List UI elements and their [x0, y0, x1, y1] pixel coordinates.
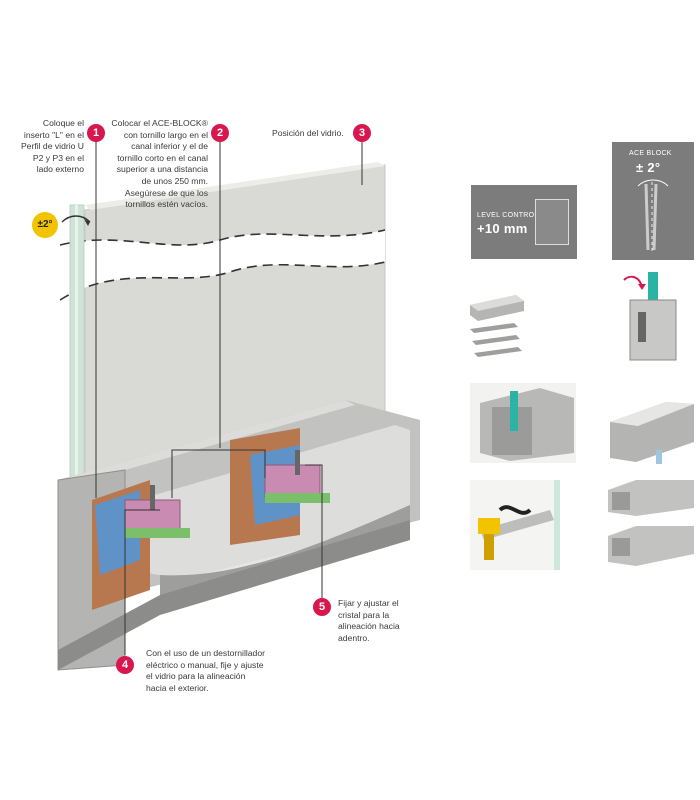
step-text-3: Posición del vidrio. [272, 128, 344, 138]
level-control-value: +10 mm [477, 221, 528, 236]
cross-section-thumbnail [470, 383, 576, 463]
level-control-thumbnail: LEVEL CONTROL +10 mm [471, 185, 577, 259]
level-box-icon [535, 199, 569, 245]
break-line-lower [59, 261, 386, 301]
ace-block-label: ACE BLOCK [629, 150, 672, 157]
step-text-2: Colocar el ACE-BLOCK® con tornillo largo… [111, 118, 208, 210]
step-number-4: 4 [116, 656, 134, 674]
step-text-1: Coloque el inserto "L" en el Perfil de v… [20, 118, 84, 175]
step-text-4: Con el uso de un destornillador eléctric… [146, 648, 265, 693]
glass-break-area [60, 230, 385, 300]
step-text-5: Fijar y ajustar el cristal para la aline… [338, 598, 400, 643]
profile-end-thumbnail [606, 478, 696, 568]
step-number-3: 3 [353, 124, 371, 142]
screw-1 [150, 485, 155, 510]
leader-4 [124, 509, 160, 655]
profiles-thumbnail [470, 295, 524, 357]
angle-badge: ±2° [32, 212, 58, 238]
step-number-2: 2 [211, 124, 229, 142]
leader-2a [171, 449, 266, 498]
glass-top-edge [85, 162, 385, 210]
screw-2 [295, 450, 300, 475]
drill-thumbnail [470, 480, 560, 570]
leader-5 [305, 464, 323, 600]
ace-block-tilt-icon [637, 179, 669, 252]
green-bracket-2 [265, 493, 330, 503]
profile-cover-thumbnail [606, 392, 696, 467]
install-glass-thumbnail [623, 272, 677, 361]
green-bracket-1 [125, 528, 190, 538]
step-number-5: 5 [313, 598, 331, 616]
rotate-arrow [61, 215, 91, 223]
step-number-1: 1 [87, 124, 105, 142]
level-control-label: LEVEL CONTROL [477, 212, 539, 219]
ace-block-2 [264, 464, 321, 498]
ace-block-value: ± 2° [636, 160, 661, 175]
ace-block-thumbnail: ACE BLOCK ± 2° [612, 142, 694, 260]
